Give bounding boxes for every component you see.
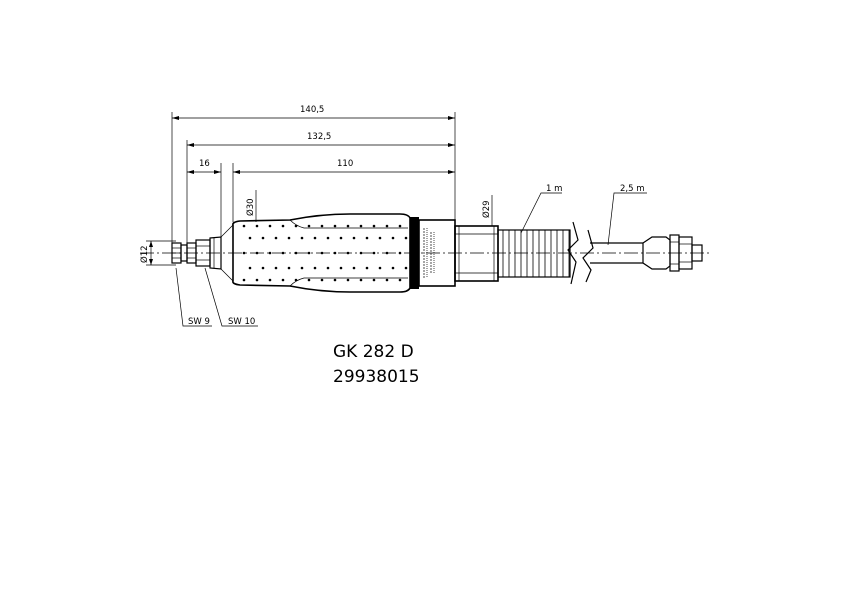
grip-dot [372, 278, 376, 282]
grip-dot [391, 266, 395, 270]
grip-dot [326, 236, 330, 240]
corrugated-hose [497, 229, 571, 278]
grip-dot [242, 251, 246, 255]
grip-dot [287, 266, 291, 270]
grip-dot [352, 236, 356, 240]
grip-dot [372, 224, 376, 228]
grip-dot [320, 224, 324, 228]
grip-dot [378, 236, 382, 240]
break-symbol [567, 221, 594, 285]
grip-dot [365, 236, 369, 240]
grip-dot [398, 251, 402, 255]
dimension-lines [146, 112, 647, 327]
grip-dot [385, 251, 389, 255]
grip-dot [320, 278, 324, 282]
housing-lettering [423, 228, 435, 278]
dim-overall-length: 140,5 [300, 105, 324, 115]
grip-dot [300, 236, 304, 240]
dim-wrench-size-1: SW 9 [188, 317, 210, 327]
grip-dot [333, 224, 337, 228]
grip-dot [248, 266, 252, 270]
grip-dot [365, 266, 369, 270]
grip-dot [339, 236, 343, 240]
grip-dot [307, 251, 311, 255]
grip-dot [326, 266, 330, 270]
grip-dot [391, 236, 395, 240]
grip-dot [255, 278, 259, 282]
grip-band [410, 217, 419, 289]
grip-dot [268, 224, 272, 228]
grip-dot [294, 278, 298, 282]
tool-body [171, 213, 703, 293]
dim-hose-length: 1 m [546, 184, 562, 194]
dim-rear-diameter: Ø29 [481, 200, 492, 218]
grip-dot [242, 224, 246, 228]
grip-dot [300, 266, 304, 270]
grip-dot [268, 278, 272, 282]
grip-dot [274, 266, 278, 270]
grip-dot [346, 251, 350, 255]
grip-dot [294, 251, 298, 255]
grip-dot [359, 278, 363, 282]
grip-dot [378, 266, 382, 270]
grip-dot [372, 251, 376, 255]
grip-dot [307, 278, 311, 282]
grip-dot [346, 278, 350, 282]
grip-dot [255, 251, 259, 255]
grip-dot [281, 224, 285, 228]
grip-dot [320, 251, 324, 255]
grip-dot [346, 224, 350, 228]
grip-dot [261, 236, 265, 240]
rear-coupling [454, 225, 499, 282]
grip-dot [307, 224, 311, 228]
grip-dot [359, 251, 363, 255]
dim-collet-diameter: Ø12 [139, 245, 150, 263]
grip-dot [339, 266, 343, 270]
grip-dot [255, 224, 259, 228]
grip-dot [404, 266, 408, 270]
grip-dot [333, 251, 337, 255]
grip-dot [398, 224, 402, 228]
grip-dot [313, 266, 317, 270]
grip-dot [359, 224, 363, 228]
grip-dot [268, 251, 272, 255]
grip-dot [404, 236, 408, 240]
end-fitting [642, 234, 703, 272]
supply-hose [590, 242, 643, 264]
grip-dot [352, 266, 356, 270]
grip-dot [385, 224, 389, 228]
dim-grip-diameter: Ø30 [245, 198, 256, 216]
grip-dot [281, 278, 285, 282]
grip-dot [261, 266, 265, 270]
grip-dot [398, 278, 402, 282]
dim-supply-hose-length: 2,5 m [620, 184, 645, 194]
grip-dot [287, 236, 291, 240]
grip-dot [313, 236, 317, 240]
grip-dot-pattern [242, 224, 408, 282]
grip-dot [294, 224, 298, 228]
dim-length-without-nose: 132,5 [307, 132, 331, 142]
grip-dot [281, 251, 285, 255]
grip-dot [385, 278, 389, 282]
dim-wrench-size-2: SW 10 [228, 317, 255, 327]
grip-dot [333, 278, 337, 282]
dim-nose-length: 16 [199, 159, 210, 169]
dim-body-length: 110 [337, 159, 353, 169]
grip-dot [242, 278, 246, 282]
part-number: 29938015 [333, 367, 420, 387]
grip-dot [274, 236, 278, 240]
model-name: GK 282 D [333, 342, 414, 362]
grip-dot [248, 236, 252, 240]
